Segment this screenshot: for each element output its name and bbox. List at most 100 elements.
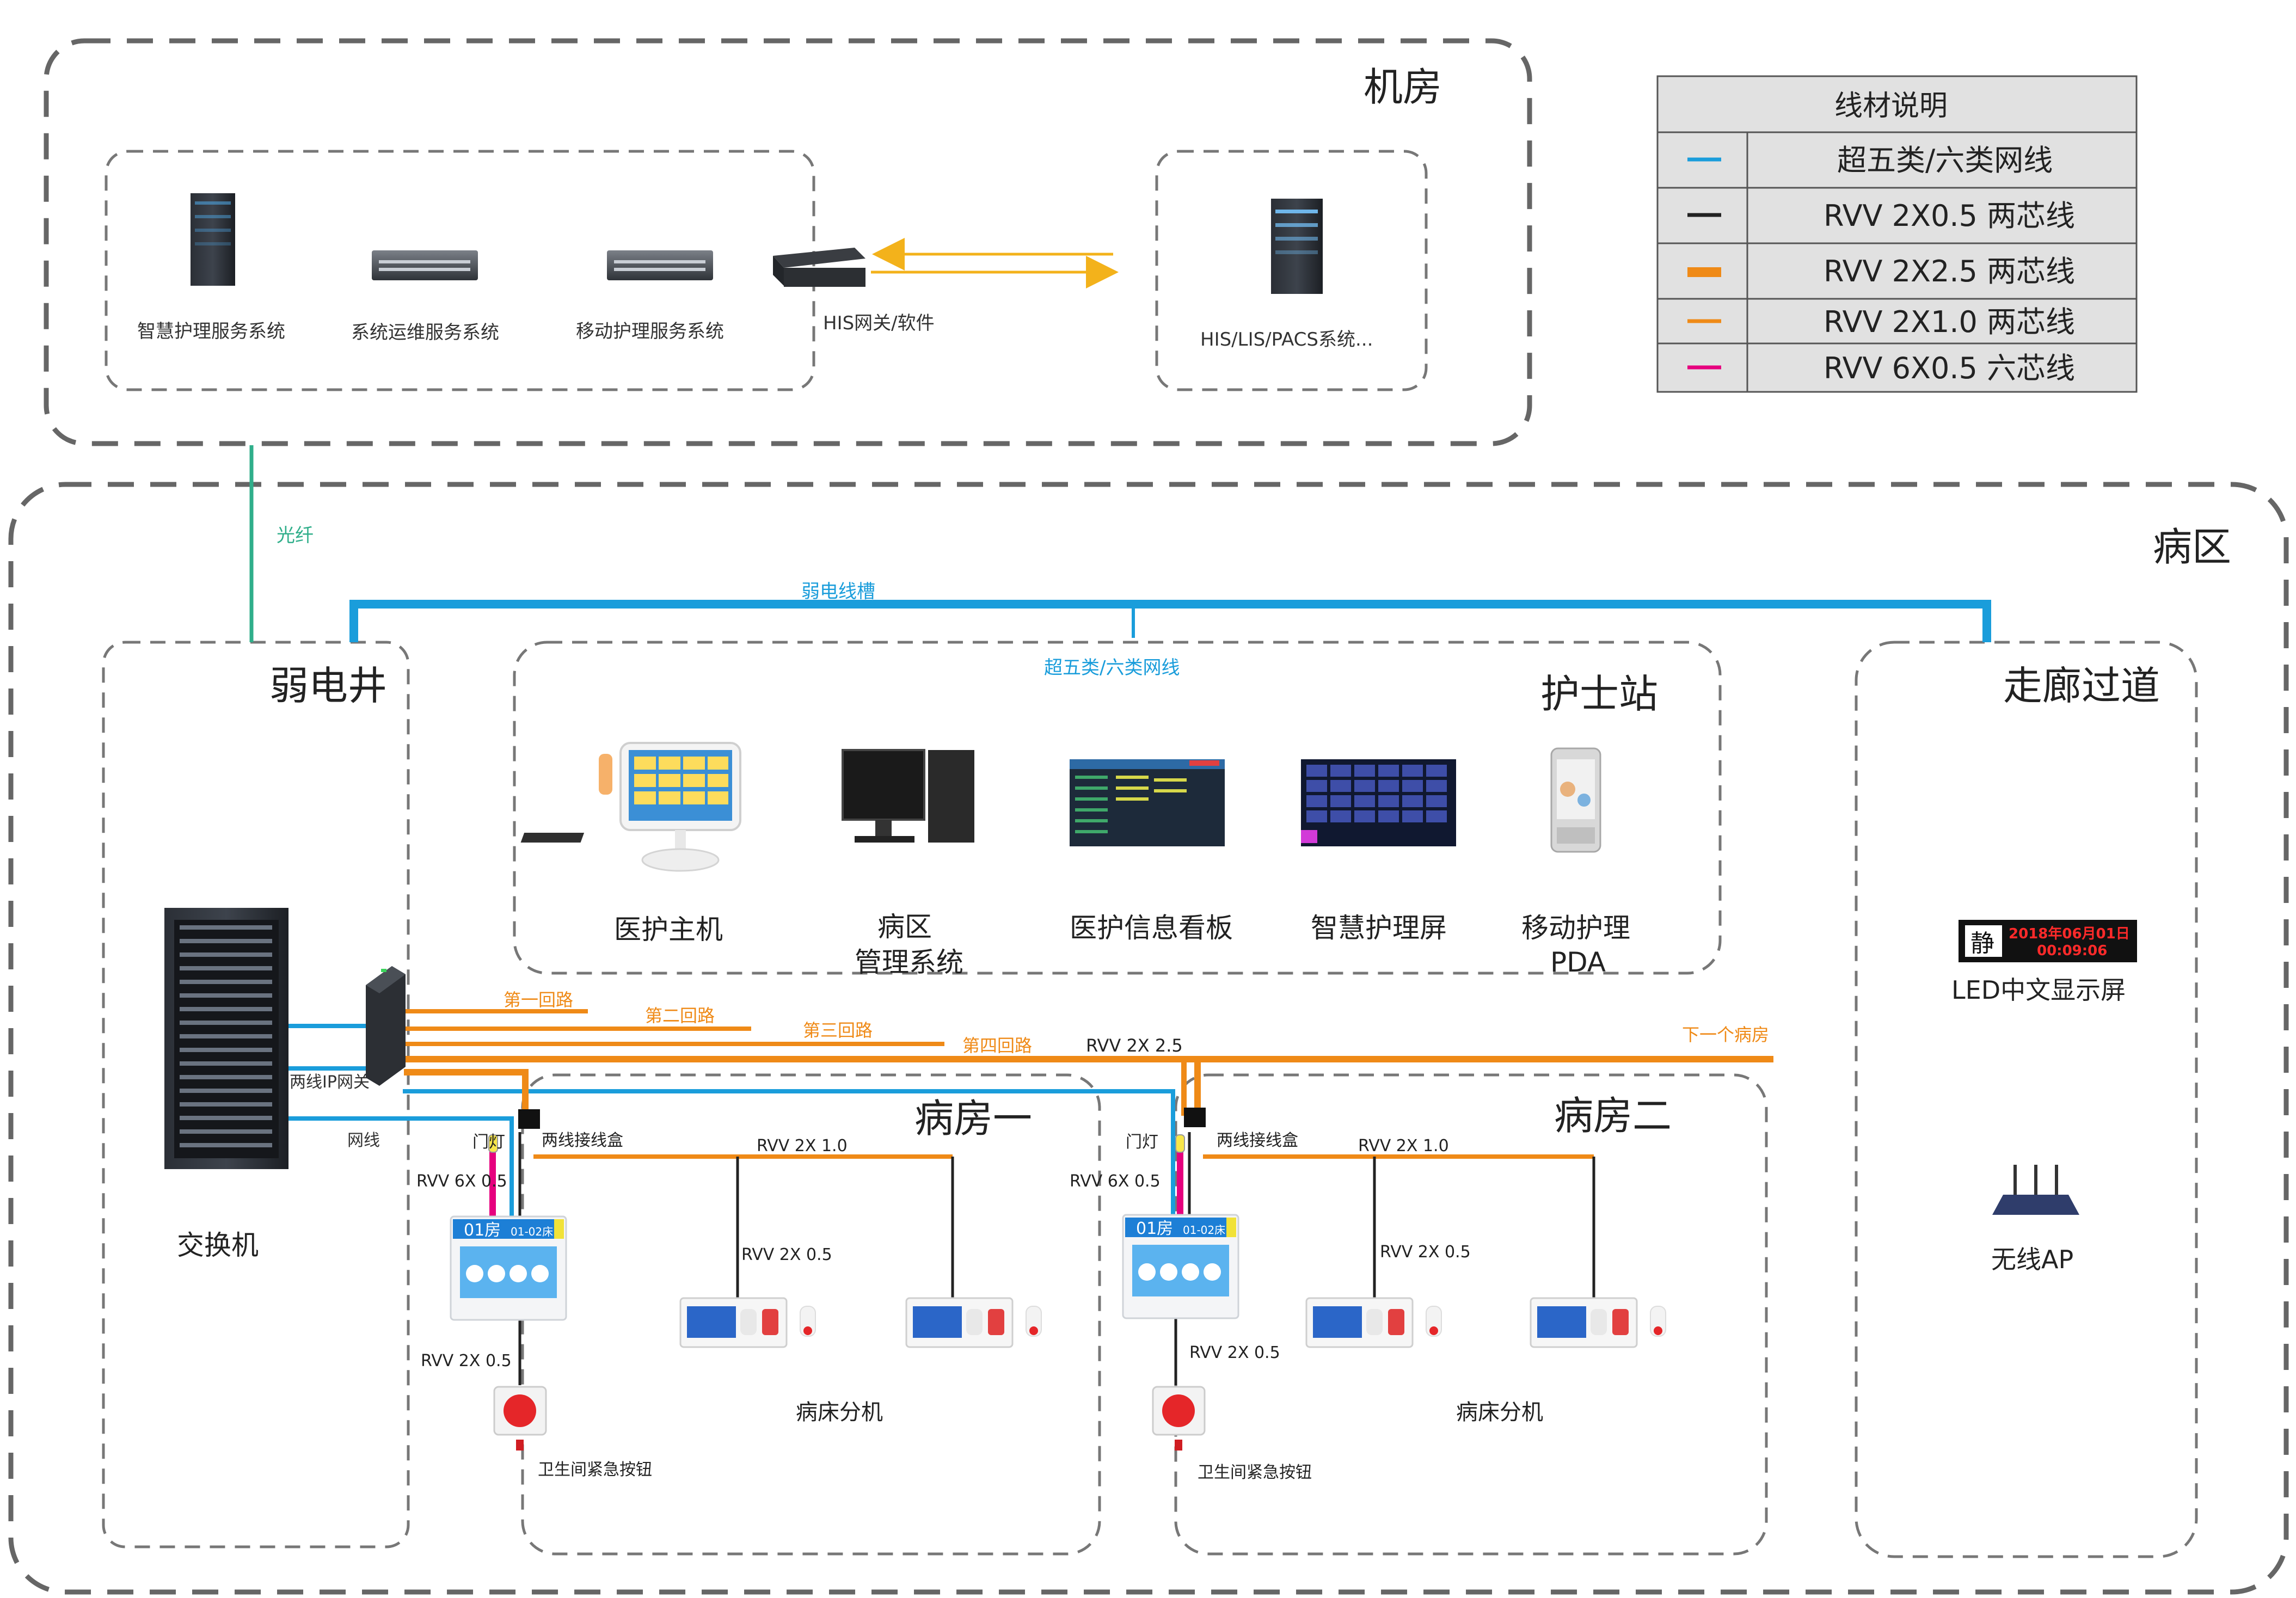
room-one-rvv10-label: RVV 2X 1.0 (757, 1136, 848, 1156)
weak-well-border (102, 641, 410, 1548)
two-wire-gateway-icon (366, 966, 406, 1086)
corridor-border (1855, 641, 2198, 1558)
cat-cable-label: 超五类/六类网线 (1044, 657, 1180, 679)
room-two-rvv05-btn-label: RVV 2X 0.5 (1189, 1343, 1280, 1362)
loop4-label: 第四回路 (962, 1035, 1032, 1056)
room-two-bed-unit-1-icon (1305, 1297, 1442, 1348)
zone-title-room-one: 病房一 (914, 1096, 1032, 1141)
room-two-rvv05-bed-label: RVV 2X 0.5 (1380, 1243, 1471, 1262)
nurse-host-monitor-icon (599, 742, 741, 872)
device-label-info-board: 医护信息看板 (1070, 912, 1233, 944)
machine-room-border (44, 38, 1532, 446)
device-label-nurse-host: 医护主机 (614, 914, 723, 945)
legend-row-4: RVV 6X0.5 六芯线 (1824, 351, 2075, 385)
room-two-room-sub: 01-02床 (1183, 1224, 1225, 1237)
gateway-label: 两线IP网关 (290, 1073, 370, 1092)
led-badge: 静 (1970, 930, 1994, 957)
room-one-bed-units-label: 病床分机 (796, 1400, 883, 1425)
room-one-rvv60-label: RVV 6X 0.5 (416, 1172, 507, 1191)
room-one-junction-box (518, 1109, 540, 1129)
pda-device-icon (1550, 747, 1601, 853)
room-one-room-sub: 01-02床 (511, 1225, 553, 1238)
zone-title-corridor: 走廊过道 (2003, 663, 2160, 709)
trunk-label: 弱电线槽 (801, 581, 875, 603)
room-one-border (521, 1073, 1101, 1556)
ward-border (8, 482, 2289, 1595)
device-label-smart-screen: 智慧护理屏 (1311, 912, 1447, 944)
cable-legend: 线材说明 超五类/六类网线 RVV 2X0.5 两芯线 RVV 2X2.5 两芯… (1656, 75, 2138, 393)
room-two-bed-unit-2-icon (1530, 1297, 1666, 1348)
led-time: 00:09:06 (2037, 943, 2107, 959)
led-display-icon: 静 2018年06月01日 00:09:06 (1959, 920, 2137, 962)
room-one-rvv05-bed-label: RVV 2X 0.5 (741, 1245, 832, 1264)
loop2-label: 第二回路 (645, 1005, 715, 1026)
machine-item-3: HIS网关/软件 (823, 312, 935, 334)
zone-title-nurse-station: 护士站 (1540, 671, 1658, 717)
room-one-emergency-label: 卫生间紧急按钮 (538, 1460, 652, 1479)
room-one-wiring (489, 1132, 954, 1385)
room-two-bed-units-label: 病床分机 (1456, 1400, 1543, 1425)
his-gateway-box-icon (773, 248, 865, 287)
machine-item-2: 移动护理服务系统 (576, 321, 724, 342)
room-two-wiring (1174, 1132, 1595, 1385)
legend-row-2: RVV 2X2.5 两芯线 (1824, 254, 2075, 288)
legend-row-0: 超五类/六类网线 (1837, 143, 2053, 177)
wireless-ap-label: 无线AP (1991, 1245, 2073, 1274)
room-two-emergency-label: 卫生间紧急按钮 (1198, 1463, 1312, 1482)
wireless-ap-icon (1992, 1165, 2079, 1215)
led-display-label: LED中文显示屏 (1951, 975, 2126, 1005)
room-two-border (1174, 1073, 1768, 1556)
server-tower-icon (191, 193, 235, 286)
led-date: 2018年06月01日 (2009, 925, 2130, 942)
room-two-rvv10-label: RVV 2X 1.0 (1358, 1136, 1449, 1156)
room-one-room-no: 01房 (464, 1221, 501, 1240)
next-room-label: 下一个病房 (1682, 1024, 1769, 1045)
pc-desktop-icon (520, 749, 974, 843)
switch-rack-icon (164, 908, 288, 1169)
nurse-station-border (513, 641, 1722, 975)
room-two-junction-box (1184, 1108, 1206, 1127)
rack-server-icon-1 (372, 250, 478, 280)
his-group-border (1155, 150, 1428, 391)
device-label-ward-2: 管理系统 (855, 946, 963, 978)
room-one-bed-unit-2-icon (905, 1297, 1042, 1348)
switch-label: 交换机 (177, 1230, 259, 1261)
switch-network-lines (288, 1024, 1175, 1216)
legend-row-1: RVV 2X0.5 两芯线 (1824, 199, 2075, 233)
machine-item-0: 智慧护理服务系统 (137, 321, 285, 342)
smart-care-screen-icon (1301, 759, 1456, 846)
zone-title-ward: 病区 (2153, 524, 2231, 570)
network-cable-label: 网线 (347, 1131, 380, 1150)
orange-loop-lines (404, 1009, 1773, 1116)
room-one-junction-label: 两线接线盒 (542, 1131, 623, 1150)
room-two-door-light-icon (1175, 1134, 1185, 1153)
zone-title-weak-well: 弱电井 (269, 663, 387, 709)
loop3-label: 第三回路 (803, 1020, 873, 1041)
cat-cable-trunk (349, 600, 1991, 642)
machine-item-1: 系统运维服务系统 (351, 322, 499, 343)
loop1-label: 第一回路 (504, 989, 573, 1010)
his-server-tower-icon (1271, 199, 1323, 294)
zone-title-machine-room: 机房 (1364, 64, 1442, 110)
room-one-rvv05-btn-label: RVV 2X 0.5 (421, 1351, 512, 1370)
room-one-bed-unit-1-icon (679, 1297, 816, 1348)
room-one-door-light-icon (488, 1134, 498, 1153)
device-label-mobile-care: 移动护理 (1521, 912, 1630, 944)
room-one-door-light-label: 门灯 (472, 1133, 505, 1152)
rack-server-icon-2 (607, 250, 713, 280)
room-two-rvv60-label: RVV 6X 0.5 (1070, 1172, 1161, 1191)
his-exchange-arrows (871, 238, 1119, 288)
room-two-junction-label: 两线接线盒 (1217, 1131, 1298, 1150)
room-two-room-no: 01房 (1136, 1219, 1173, 1238)
servers-group-border (105, 150, 815, 391)
zone-borders (8, 38, 2289, 1595)
rvv25-label: RVV 2X 2.5 (1086, 1035, 1183, 1056)
room-two-door-panel-icon: 01房 01-02床 (1122, 1214, 1239, 1319)
legend-row-3: RVV 2X1.0 两芯线 (1824, 305, 2075, 339)
device-label-ward-1: 病区 (877, 911, 932, 943)
room-one-door-panel-icon: 01房 01-02床 (450, 1215, 567, 1321)
device-label-pda: PDA (1550, 946, 1606, 978)
sub-zone-borders (102, 150, 2198, 1558)
room-one-emergency-button-icon (493, 1386, 547, 1451)
